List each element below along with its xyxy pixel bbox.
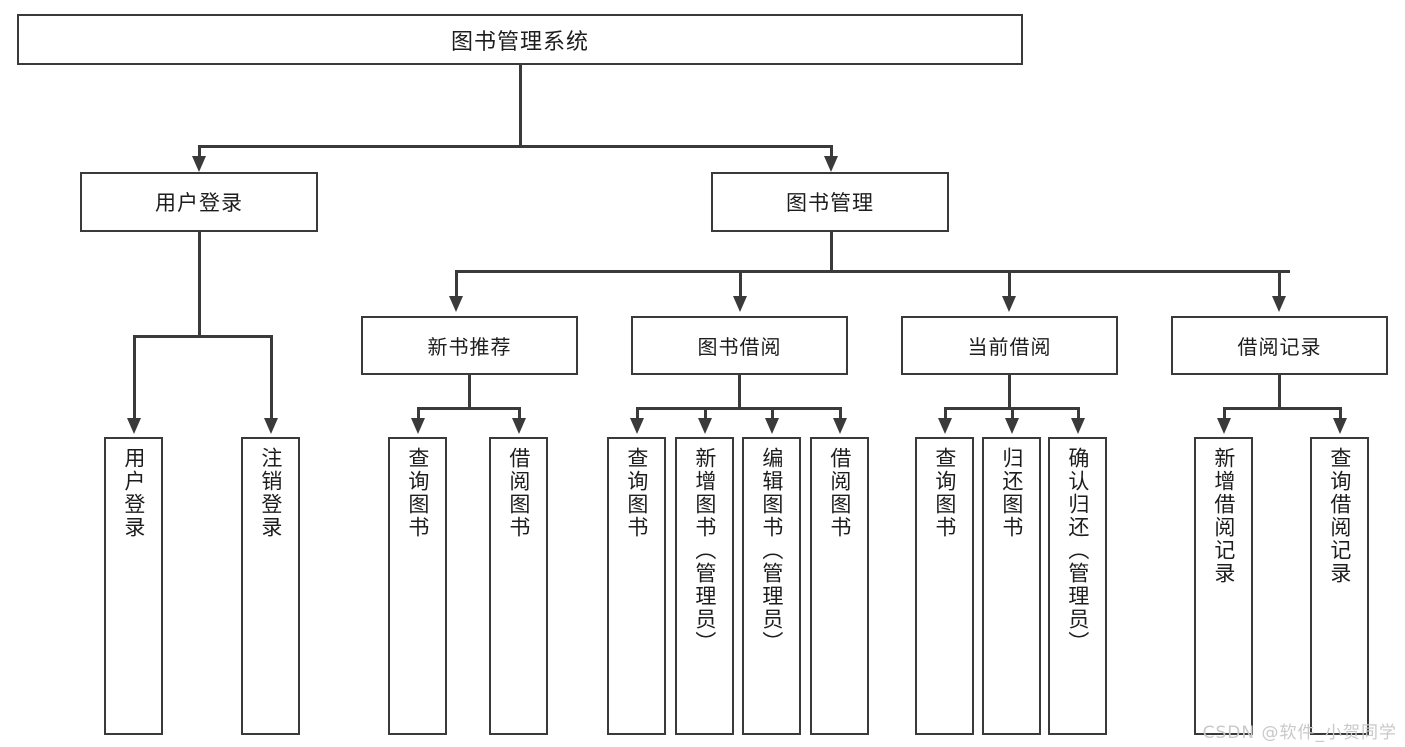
node-label: 当前借阅 [967,335,1052,359]
connector-book-borrow-drop-1 [636,407,639,421]
connector-new-book-bar [417,407,520,410]
leaf-label: 编辑图书（管理员） [759,447,784,654]
node-label: 图书管理 [786,191,874,215]
leaf-label: 查询图书 [405,447,430,539]
connector-book-borrow-drop-3 [771,407,774,421]
connector-user-login-bar [133,335,272,338]
arrow-icon-to-current-borrow [1002,296,1016,312]
leaf-borrow-record-2[interactable]: 查询借阅记录 [1310,437,1369,735]
connector-current-borrow-stem [1008,375,1011,407]
connector-drop-new-book [455,270,458,298]
leaf-label: 借阅图书 [827,447,852,539]
arrow-icon-user-login-leaf-2 [264,418,278,434]
leaf-current-borrow-2[interactable]: 归还图书 [982,437,1041,735]
connector-current-borrow-drop-3 [1077,407,1080,421]
leaf-borrow-record-1[interactable]: 新增借阅记录 [1194,437,1253,735]
node-label: 图书管理系统 [450,29,589,55]
connector-book-borrow-drop-4 [839,407,842,421]
node-current-borrow[interactable]: 当前借阅 [901,316,1118,375]
leaf-label: 注销登录 [258,447,283,539]
connector-book-borrow-bar [636,407,841,410]
leaf-label: 查询图书 [624,447,649,539]
arrow-icon-to-user-login [192,156,206,172]
leaf-current-borrow-1[interactable]: 查询图书 [915,437,974,735]
connector-book-manage-bar [455,270,1290,273]
arrow-icon-current-borrow-leaf-2 [1005,418,1019,434]
connector-book-manage-stem [830,232,833,270]
arrow-icon-book-borrow-leaf-1 [630,418,644,434]
node-label: 用户登录 [155,191,243,215]
connector-user-login-stem [198,232,201,335]
arrow-icon-to-borrow-record [1272,296,1286,312]
arrow-icon-to-book-manage [824,156,838,172]
arrow-icon-book-borrow-leaf-2 [698,418,712,434]
node-book-manage[interactable]: 图书管理 [711,172,949,232]
connector-drop-book-borrow [739,270,742,298]
connector-user-login-drop-2 [270,335,273,421]
arrow-icon-user-login-leaf-1 [127,418,141,434]
arrow-icon-current-borrow-leaf-1 [938,418,952,434]
connector-borrow-record-drop-2 [1339,407,1342,421]
node-root-library-system[interactable]: 图书管理系统 [17,14,1023,65]
arrow-icon-to-new-book-recommend [449,296,463,312]
connector-new-book-drop-1 [417,407,420,421]
connector-root-bar [198,145,832,148]
connector-new-book-stem [468,375,471,407]
leaf-new-book-2[interactable]: 借阅图书 [489,437,548,735]
connector-drop-current-borrow [1008,270,1011,298]
connector-current-borrow-drop-1 [944,407,947,421]
connector-book-borrow-stem [738,375,741,407]
connector-new-book-drop-2 [518,407,521,421]
leaf-label: 确认归还（管理员） [1065,447,1090,654]
leaf-book-borrow-3[interactable]: 编辑图书（管理员） [742,437,801,735]
node-label: 借阅记录 [1237,335,1322,359]
leaf-user-login-2[interactable]: 注销登录 [241,437,300,735]
leaf-label: 借阅图书 [506,447,531,539]
leaf-label: 用户登录 [121,447,146,539]
connector-root-stem [519,65,522,145]
node-label: 新书推荐 [427,335,512,359]
leaf-user-login-1[interactable]: 用户登录 [104,437,163,735]
arrow-icon-new-book-leaf-1 [411,418,425,434]
arrow-icon-to-book-borrow [733,296,747,312]
leaf-book-borrow-1[interactable]: 查询图书 [607,437,666,735]
arrow-icon-current-borrow-leaf-3 [1071,418,1085,434]
leaf-new-book-1[interactable]: 查询图书 [388,437,447,735]
leaf-label: 查询借阅记录 [1327,447,1352,585]
connector-current-borrow-drop-2 [1011,407,1014,421]
connector-root-drop-left [198,145,201,160]
connector-drop-borrow-record [1278,270,1281,298]
connector-borrow-record-bar [1223,407,1341,410]
connector-root-drop-right [830,145,833,160]
arrow-icon-new-book-leaf-2 [512,418,526,434]
leaf-label: 归还图书 [999,447,1024,539]
connector-borrow-record-drop-1 [1223,407,1226,421]
node-label: 图书借阅 [697,335,782,359]
leaf-book-borrow-2[interactable]: 新增图书（管理员） [675,437,734,735]
arrow-icon-book-borrow-leaf-3 [765,418,779,434]
leaf-label: 新增借阅记录 [1211,447,1236,585]
leaf-label: 查询图书 [932,447,957,539]
node-borrow-record[interactable]: 借阅记录 [1171,316,1388,375]
node-user-login[interactable]: 用户登录 [80,172,318,232]
node-new-book-recommend[interactable]: 新书推荐 [361,316,578,375]
connector-book-borrow-drop-2 [704,407,707,421]
arrow-icon-book-borrow-leaf-4 [833,418,847,434]
arrow-icon-borrow-record-leaf-1 [1217,418,1231,434]
leaf-label: 新增图书（管理员） [692,447,717,654]
connector-borrow-record-stem [1278,375,1281,407]
leaf-current-borrow-3[interactable]: 确认归还（管理员） [1048,437,1107,735]
connector-user-login-drop-1 [133,335,136,421]
arrow-icon-borrow-record-leaf-2 [1333,418,1347,434]
leaf-book-borrow-4[interactable]: 借阅图书 [810,437,869,735]
node-book-borrow[interactable]: 图书借阅 [631,316,848,375]
